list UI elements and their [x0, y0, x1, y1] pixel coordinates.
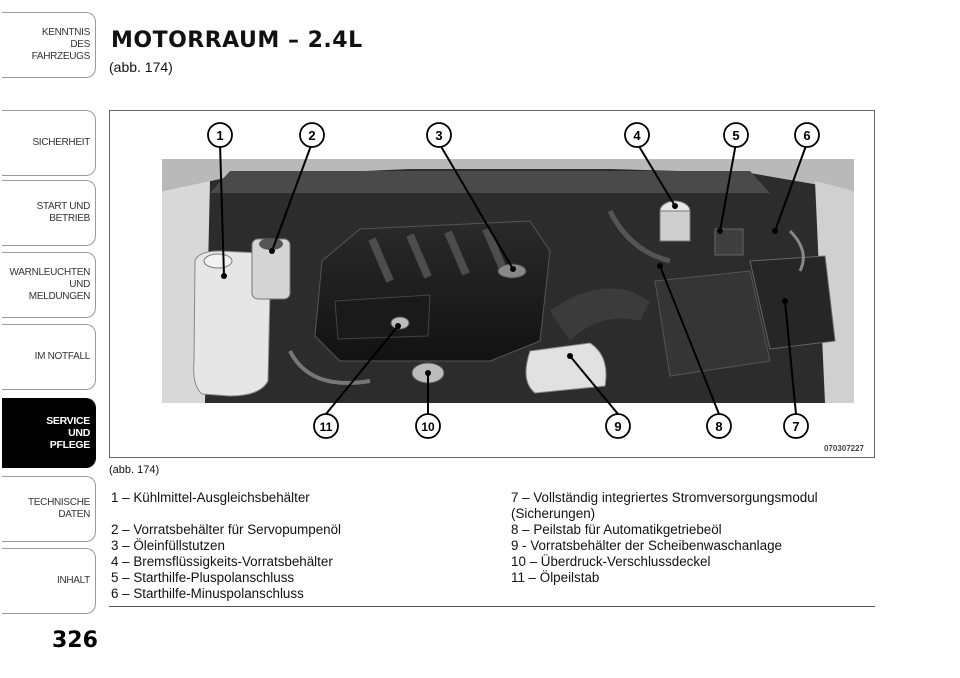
legend-left-column: 1 – Kühlmittel-Ausgleichsbehälter 2 – Vo… [111, 490, 341, 602]
callout-5: 5 [723, 122, 749, 148]
tab-label-line: SERVICE [46, 415, 90, 427]
callout-leaders [219, 142, 808, 415]
legend-item: 5 – Starthilfe-Pluspolanschluss [111, 570, 295, 585]
svg-text:1: 1 [216, 128, 223, 143]
chapter-sidebar: KENNTNIS DES FAHRZEUGS SICHERHEIT START … [0, 0, 100, 614]
page-subtitle: (abb. 174) [109, 59, 173, 75]
tab-label-line: DES [70, 39, 90, 50]
legend-right-column: 7 – Vollständig integriertes Stromversor… [511, 490, 818, 586]
callout-3: 3 [426, 122, 452, 148]
tab-inhalt[interactable]: INHALT [2, 548, 96, 614]
tab-label-line: TECHNISCHE [27, 497, 90, 508]
tab-label-line: SICHERHEIT [32, 137, 90, 148]
callout-arrowheads [221, 203, 788, 376]
callout-7: 7 [783, 413, 809, 439]
tab-label-line: UND [68, 427, 90, 439]
engine-photo [162, 159, 854, 403]
callout-6: 6 [794, 122, 820, 148]
legend-item-continuation: (Sicherungen) [511, 506, 596, 521]
legend-item: 11 – Ölpeilstab [511, 570, 600, 585]
tab-label-line: FAHRZEUGS [31, 51, 91, 62]
page-number: 326 [52, 628, 98, 653]
svg-text:3: 3 [435, 128, 442, 143]
tab-label-line: PFLEGE [49, 439, 91, 451]
svg-text:2: 2 [308, 128, 315, 143]
legend-item: 7 – Vollständig integriertes Stromversor… [511, 490, 818, 505]
tab-service-und-pflege[interactable]: SERVICE UND PFLEGE [2, 398, 96, 468]
svg-text:6: 6 [803, 128, 810, 143]
svg-text:8: 8 [715, 419, 722, 434]
callout-2: 2 [299, 122, 325, 148]
figure-code: 070307227 [823, 444, 864, 453]
tab-label-line: INHALT [56, 575, 90, 586]
callout-8: 8 [706, 413, 732, 439]
svg-text:10: 10 [421, 420, 435, 434]
tab-label-line: MELDUNGEN [28, 291, 91, 302]
callout-10: 10 [415, 413, 441, 439]
tab-label-line: DATEN [58, 509, 90, 520]
engine-bay-illustration: 1 2 3 4 5 6 11 10 [162, 122, 854, 439]
tab-kenntnis-des-fahrzeugs[interactable]: KENNTNIS DES FAHRZEUGS [2, 12, 96, 78]
engine-bay-figure: 1 2 3 4 5 6 11 10 [109, 110, 875, 458]
tab-im-notfall[interactable]: IM NOTFALL [2, 324, 96, 390]
figure-caption: (abb. 174) [109, 464, 160, 476]
legend-item: 3 – Öleinfüllstutzen [111, 538, 225, 553]
tab-label-line: START UND [36, 201, 91, 212]
legend-item: 10 – Überdruck-Verschlussdeckel [511, 554, 711, 569]
svg-text:11: 11 [320, 420, 333, 434]
tab-start-und-betrieb[interactable]: START UND BETRIEB [2, 180, 96, 246]
tab-label-line: BETRIEB [49, 213, 90, 224]
tab-technische-daten[interactable]: TECHNISCHE DATEN [2, 476, 96, 542]
tab-label-line: WARNLEUCHTEN [9, 267, 91, 278]
callout-11: 11 [313, 413, 339, 439]
callout-1: 1 [207, 122, 233, 148]
svg-text:4: 4 [633, 128, 641, 143]
svg-text:5: 5 [732, 128, 739, 143]
callout-9: 9 [605, 413, 631, 439]
tab-label-line: IM NOTFALL [34, 351, 91, 362]
legend-item: 2 – Vorratsbehälter für Servopumpenöl [111, 522, 342, 537]
tab-label-line: UND [69, 279, 90, 290]
legend-item: 9 - Vorratsbehälter der Scheibenwaschanl… [511, 538, 782, 553]
legend-spacer [111, 506, 341, 522]
tab-sicherheit[interactable]: SICHERHEIT [2, 110, 96, 176]
legend-item: 1 – Kühlmittel-Ausgleichsbehälter [111, 490, 310, 505]
bottom-divider [109, 606, 875, 607]
tab-label-line: KENNTNIS [41, 27, 90, 38]
callout-4: 4 [624, 122, 650, 148]
legend-item: 8 – Peilstab für Automatikgetriebeöl [511, 522, 722, 537]
legend-item: 6 – Starthilfe-Minuspolanschluss [111, 586, 304, 601]
legend-item: 4 – Bremsflüssigkeits-Vorratsbehälter [111, 554, 333, 569]
svg-text:7: 7 [792, 419, 799, 434]
page-title: MOTORRAUM – 2.4L [111, 28, 363, 53]
tab-warnleuchten-und-meldungen[interactable]: WARNLEUCHTEN UND MELDUNGEN [2, 252, 96, 318]
svg-text:9: 9 [614, 419, 621, 434]
